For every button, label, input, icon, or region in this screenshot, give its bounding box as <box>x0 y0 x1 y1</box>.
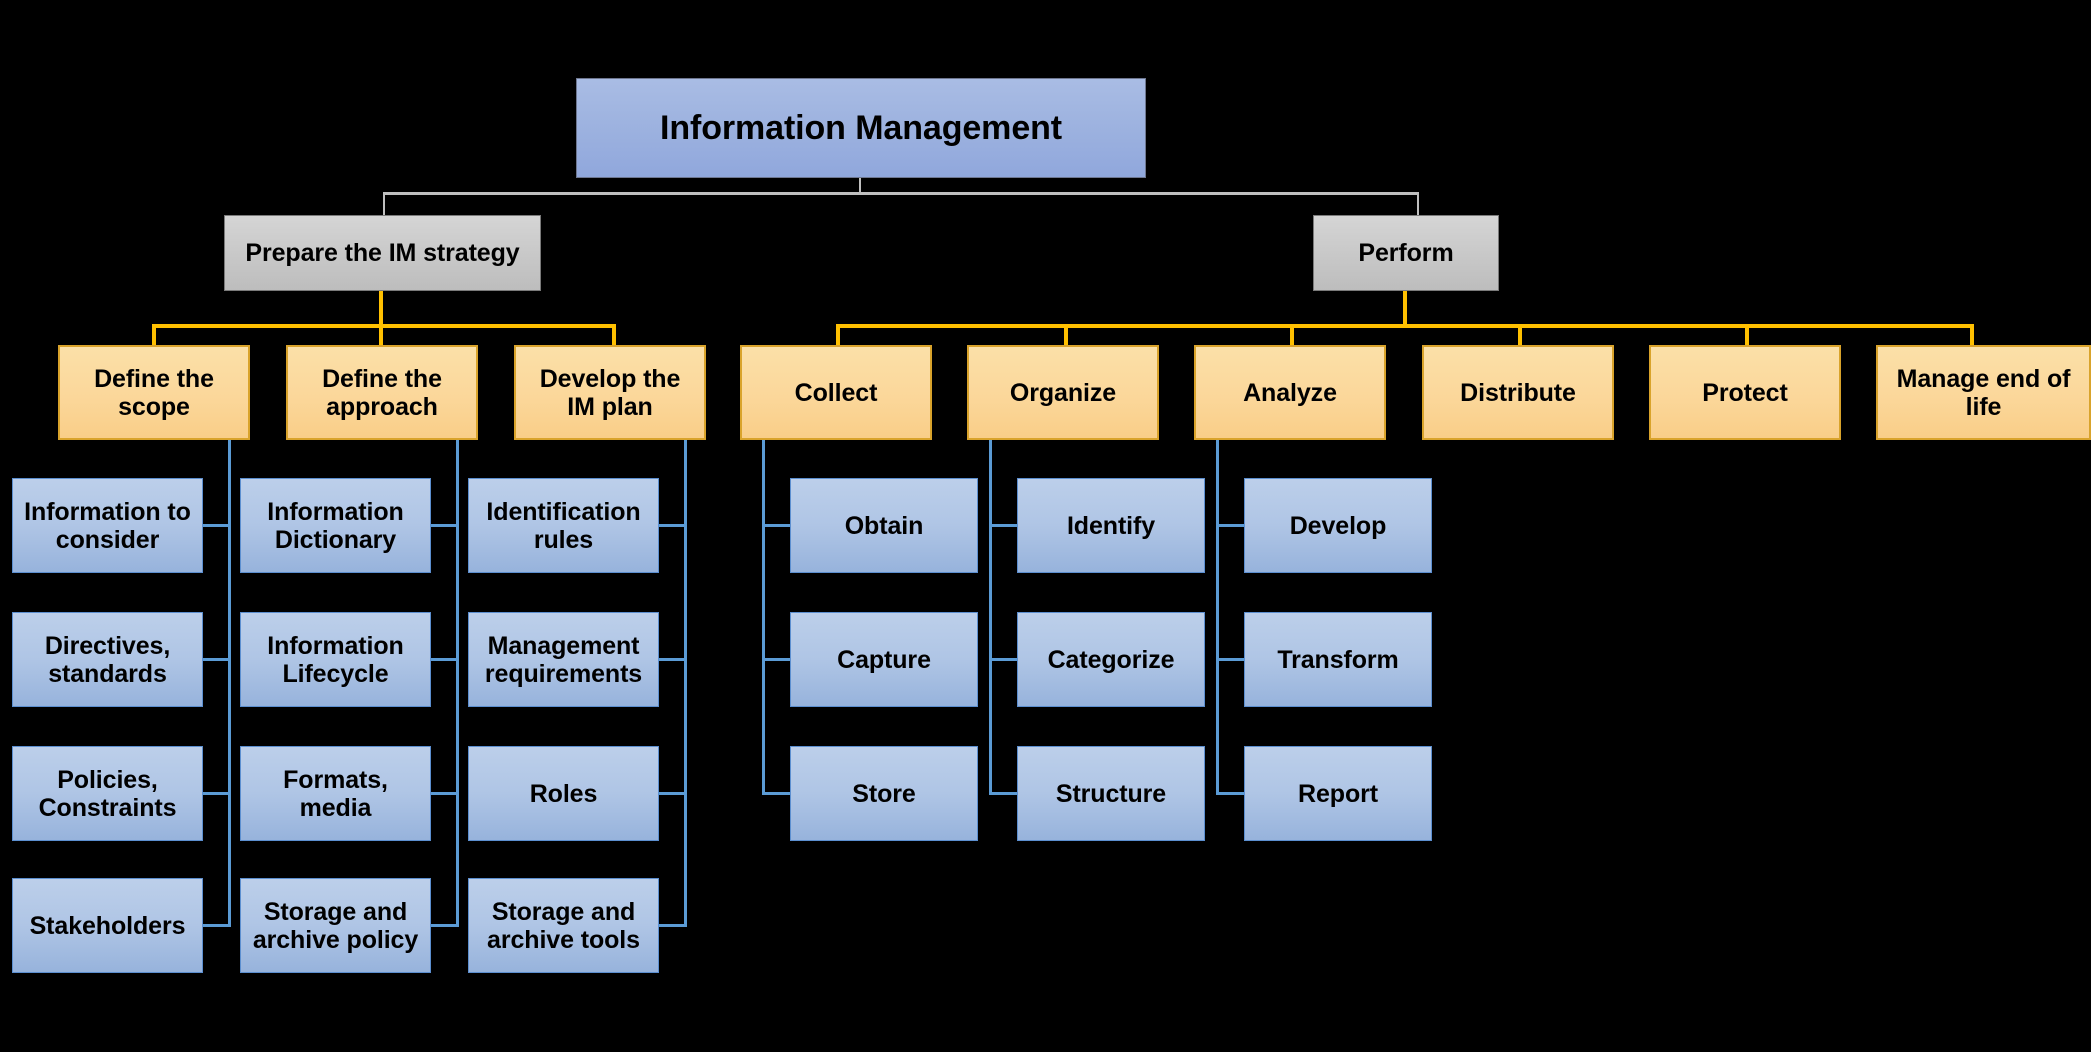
connector-branch-scope-4 <box>202 924 231 927</box>
connector-spine-scope <box>228 440 231 926</box>
connector-branch-organize-1 <box>989 524 1019 527</box>
connector-branch-collect-2 <box>762 658 792 661</box>
leaf-management-requirements[interactable]: Management requirements <box>468 612 659 707</box>
connector-branch-scope-1 <box>202 524 231 527</box>
leaf-policies-constraints[interactable]: Policies, Constraints <box>12 746 203 841</box>
node-protect[interactable]: Protect <box>1649 345 1841 440</box>
connector-right-stub-analyze <box>1290 324 1294 346</box>
connector-branch-approach-4 <box>430 924 459 927</box>
leaf-identify[interactable]: Identify <box>1017 478 1205 573</box>
connector-spine-collect <box>762 440 765 792</box>
connector-branch-approach-1 <box>430 524 459 527</box>
leaf-store[interactable]: Store <box>790 746 978 841</box>
connector-right-stub-manage <box>1970 324 1974 346</box>
leaf-structure[interactable]: Structure <box>1017 746 1205 841</box>
leaf-transform[interactable]: Transform <box>1244 612 1432 707</box>
connector-branch-implan-3 <box>658 792 687 795</box>
connector-prepare-stem <box>379 290 383 346</box>
connector-right-stub-distribute <box>1518 324 1522 346</box>
connector-right-orange-bus <box>836 324 1972 328</box>
leaf-directives-standards[interactable]: Directives, standards <box>12 612 203 707</box>
leaf-roles[interactable]: Roles <box>468 746 659 841</box>
connector-branch-implan-2 <box>658 658 687 661</box>
node-information-management[interactable]: Information Management <box>576 78 1146 178</box>
connector-spine-implan <box>684 440 687 926</box>
connector-perform-stem <box>1403 290 1407 328</box>
leaf-report[interactable]: Report <box>1244 746 1432 841</box>
leaf-develop[interactable]: Develop <box>1244 478 1432 573</box>
connector-branch-scope-2 <box>202 658 231 661</box>
connector-spine-analyze <box>1216 440 1219 792</box>
leaf-storage-and-archive-tools[interactable]: Storage and archive tools <box>468 878 659 973</box>
node-organize[interactable]: Organize <box>967 345 1159 440</box>
node-prepare-the-im-strategy[interactable]: Prepare the IM strategy <box>224 215 541 291</box>
leaf-categorize[interactable]: Categorize <box>1017 612 1205 707</box>
connector-right-stub-organize <box>1064 324 1068 346</box>
leaf-formats-media[interactable]: Formats, media <box>240 746 431 841</box>
connector-root-bus <box>383 192 1419 195</box>
leaf-information-lifecycle[interactable]: Information Lifecycle <box>240 612 431 707</box>
node-analyze[interactable]: Analyze <box>1194 345 1386 440</box>
node-distribute[interactable]: Distribute <box>1422 345 1614 440</box>
connector-branch-approach-2 <box>430 658 459 661</box>
connector-to-perform <box>1417 192 1419 216</box>
connector-branch-analyze-1 <box>1216 524 1246 527</box>
leaf-stakeholders[interactable]: Stakeholders <box>12 878 203 973</box>
connector-branch-collect-1 <box>762 524 792 527</box>
leaf-storage-and-archive-policy[interactable]: Storage and archive policy <box>240 878 431 973</box>
connector-branch-approach-3 <box>430 792 459 795</box>
connector-left-stub-1 <box>152 324 156 346</box>
leaf-capture[interactable]: Capture <box>790 612 978 707</box>
connector-left-orange-bus <box>152 324 616 328</box>
node-define-the-scope[interactable]: Define the scope <box>58 345 250 440</box>
connector-root-stem <box>859 178 861 194</box>
node-develop-the-im-plan[interactable]: Develop the IM plan <box>514 345 706 440</box>
connector-branch-organize-2 <box>989 658 1019 661</box>
connector-branch-analyze-3 <box>1216 792 1246 795</box>
node-perform[interactable]: Perform <box>1313 215 1499 291</box>
connector-left-stub-2 <box>379 324 383 346</box>
connector-branch-scope-3 <box>202 792 231 795</box>
node-manage-end-of-life[interactable]: Manage end of life <box>1876 345 2091 440</box>
connector-branch-organize-3 <box>989 792 1019 795</box>
connector-branch-analyze-2 <box>1216 658 1246 661</box>
leaf-obtain[interactable]: Obtain <box>790 478 978 573</box>
connector-left-stub-3 <box>612 324 616 346</box>
connector-branch-collect-3 <box>762 792 792 795</box>
leaf-information-dictionary[interactable]: Information Dictionary <box>240 478 431 573</box>
node-collect[interactable]: Collect <box>740 345 932 440</box>
connector-right-stub-collect <box>836 324 840 346</box>
connector-to-prepare <box>383 192 385 216</box>
connector-branch-implan-4 <box>658 924 687 927</box>
connector-branch-implan-1 <box>658 524 687 527</box>
leaf-information-to-consider[interactable]: Information to consider <box>12 478 203 573</box>
connector-right-stub-protect <box>1745 324 1749 346</box>
connector-spine-organize <box>989 440 992 792</box>
leaf-identification-rules[interactable]: Identification rules <box>468 478 659 573</box>
connector-spine-approach <box>456 440 459 926</box>
node-define-the-approach[interactable]: Define the approach <box>286 345 478 440</box>
